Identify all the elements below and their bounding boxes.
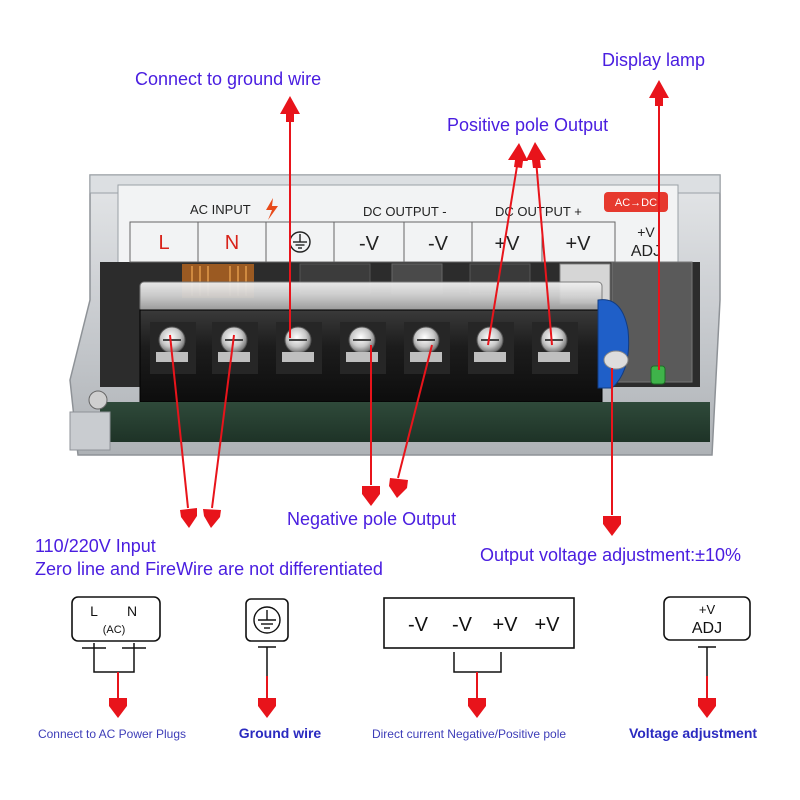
dc-output-minus-label: DC OUTPUT - bbox=[363, 204, 447, 219]
terminal-screw bbox=[468, 322, 514, 374]
arrow-ground-up bbox=[280, 96, 300, 338]
dc-diagram-leads bbox=[453, 652, 502, 673]
case-side-screw bbox=[88, 390, 108, 410]
ground-diagram-icon bbox=[253, 606, 281, 634]
lightning-icon bbox=[266, 198, 278, 220]
callout-arrows bbox=[169, 80, 669, 536]
arrow-positive-2 bbox=[526, 142, 553, 346]
adj-diagram-bottom: ADJ bbox=[692, 620, 722, 637]
ac-dc-badge-text: AC→DC bbox=[615, 197, 657, 209]
terminal-l-label: L bbox=[158, 232, 169, 254]
terminal-screw bbox=[212, 322, 258, 374]
input-voltage-callout: 110/220V Input bbox=[35, 536, 156, 556]
ac-input-label: AC INPUT bbox=[190, 202, 251, 217]
dc-diagram-arrow bbox=[468, 672, 486, 718]
terminal-n-label: N bbox=[225, 232, 239, 254]
ac-diagram-sub: (AC) bbox=[103, 624, 126, 636]
ac-diagram-box bbox=[71, 596, 161, 642]
label-panel bbox=[117, 184, 679, 264]
adj-diagram-box bbox=[663, 596, 751, 641]
terminal-minus-v-2-label: -V bbox=[428, 233, 449, 255]
positive-pole-callout: Positive pole Output bbox=[447, 115, 608, 135]
terminal-plus-v-2-label: +V bbox=[565, 233, 591, 255]
ground-diagram: Ground wire bbox=[239, 598, 322, 741]
negative-pole-callout: Negative pole Output bbox=[287, 509, 456, 529]
ground-diagram-caption: Ground wire bbox=[239, 725, 322, 741]
adj-diagram: +V ADJ Voltage adjustment bbox=[629, 596, 757, 741]
pcb-board bbox=[100, 402, 710, 442]
input-note-callout: Zero line and FireWire are not different… bbox=[35, 559, 383, 579]
ground-wire-callout: Connect to ground wire bbox=[135, 69, 321, 89]
ac-diagram-l: L bbox=[90, 603, 98, 619]
power-supply-photo: AC INPUT DC OUTPUT - DC OUTPUT + AC→DC L… bbox=[69, 174, 721, 456]
arrow-display-lamp-up bbox=[649, 80, 669, 370]
ac-diagram-n: N bbox=[127, 603, 137, 619]
ground-diagram-arrow bbox=[258, 676, 276, 718]
dc-diagram-term-2: -V bbox=[452, 614, 473, 636]
adj-diagram-caption: Voltage adjustment bbox=[629, 725, 757, 741]
terminal-screw bbox=[276, 322, 322, 374]
dc-diagram-box bbox=[383, 597, 575, 649]
voltage-adjust-callout: Output voltage adjustment:±10% bbox=[480, 545, 741, 565]
terminal-plus-v-1-label: +V bbox=[494, 233, 520, 255]
ac-diagram-leads bbox=[93, 643, 135, 673]
terminal-screws bbox=[150, 322, 578, 374]
terminal-clear-cover bbox=[139, 281, 603, 313]
dc-diagram-caption: Direct current Negative/Positive pole bbox=[372, 727, 566, 741]
arrow-positive-1 bbox=[487, 143, 528, 346]
dc-diagram-term-1: -V bbox=[408, 614, 429, 636]
arrow-negative-2 bbox=[389, 344, 433, 498]
potentiometer-knob bbox=[603, 350, 629, 370]
display-lamp-label: Display lamp bbox=[602, 50, 705, 70]
arrow-input-n bbox=[203, 334, 235, 528]
adj-diagram-top: +V bbox=[699, 602, 716, 617]
ac-diagram-caption: Connect to AC Power Plugs bbox=[38, 727, 186, 741]
arrow-adjust-down bbox=[603, 368, 621, 536]
dc-diagram-term-4: +V bbox=[534, 614, 560, 636]
terminal-minus-v-1-label: -V bbox=[359, 233, 380, 255]
dc-output-plus-label: DC OUTPUT + bbox=[495, 204, 582, 219]
terminal-adj-top-label: +V bbox=[637, 224, 655, 240]
case-flange bbox=[69, 411, 111, 451]
terminal-screw bbox=[532, 322, 578, 374]
terminal-adj-bottom-label: ADJ bbox=[631, 243, 661, 260]
terminal-screw bbox=[340, 322, 386, 374]
adj-diagram-arrow bbox=[698, 676, 716, 718]
arrow-input-l bbox=[169, 334, 197, 528]
dc-diagram-term-3: +V bbox=[492, 614, 518, 636]
arrow-negative-1 bbox=[362, 345, 380, 506]
ac-input-diagram: L N (AC) Connect to AC Power Plugs bbox=[38, 596, 186, 741]
dc-output-diagram: -V -V +V +V Direct current Negative/Posi… bbox=[372, 597, 575, 741]
ac-dc-badge bbox=[604, 192, 668, 212]
ac-diagram-arrow bbox=[109, 672, 127, 718]
